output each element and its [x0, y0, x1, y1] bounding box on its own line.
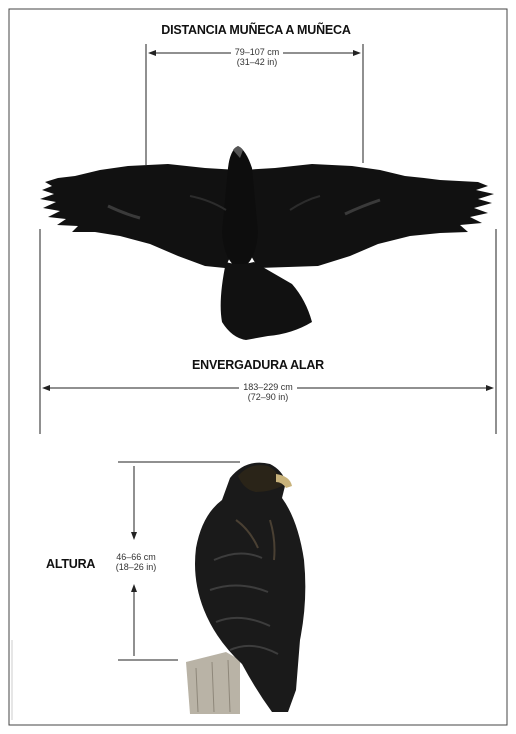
wingspan-cm: 183–229 cm: [239, 382, 297, 392]
wrist-distance-title: DISTANCIA MUÑECA A MUÑECA: [146, 23, 366, 37]
height-inches: (18–26 in): [114, 562, 158, 572]
wingspan-inches: (72–90 in): [248, 392, 289, 402]
wrist-distance-inches: (31–42 in): [237, 57, 278, 67]
wingspan-title: ENVERGADURA ALAR: [168, 358, 348, 372]
height-cm: 46–66 cm: [114, 552, 158, 562]
wingspan-measure: 183–229 cm (72–90 in): [222, 382, 314, 402]
wrist-distance-cm: 79–107 cm: [231, 47, 284, 57]
height-title: ALTURA: [46, 557, 95, 571]
height-measure: 46–66 cm (18–26 in): [114, 550, 158, 574]
wrist-distance-measure: 79–107 cm (31–42 in): [213, 47, 301, 67]
